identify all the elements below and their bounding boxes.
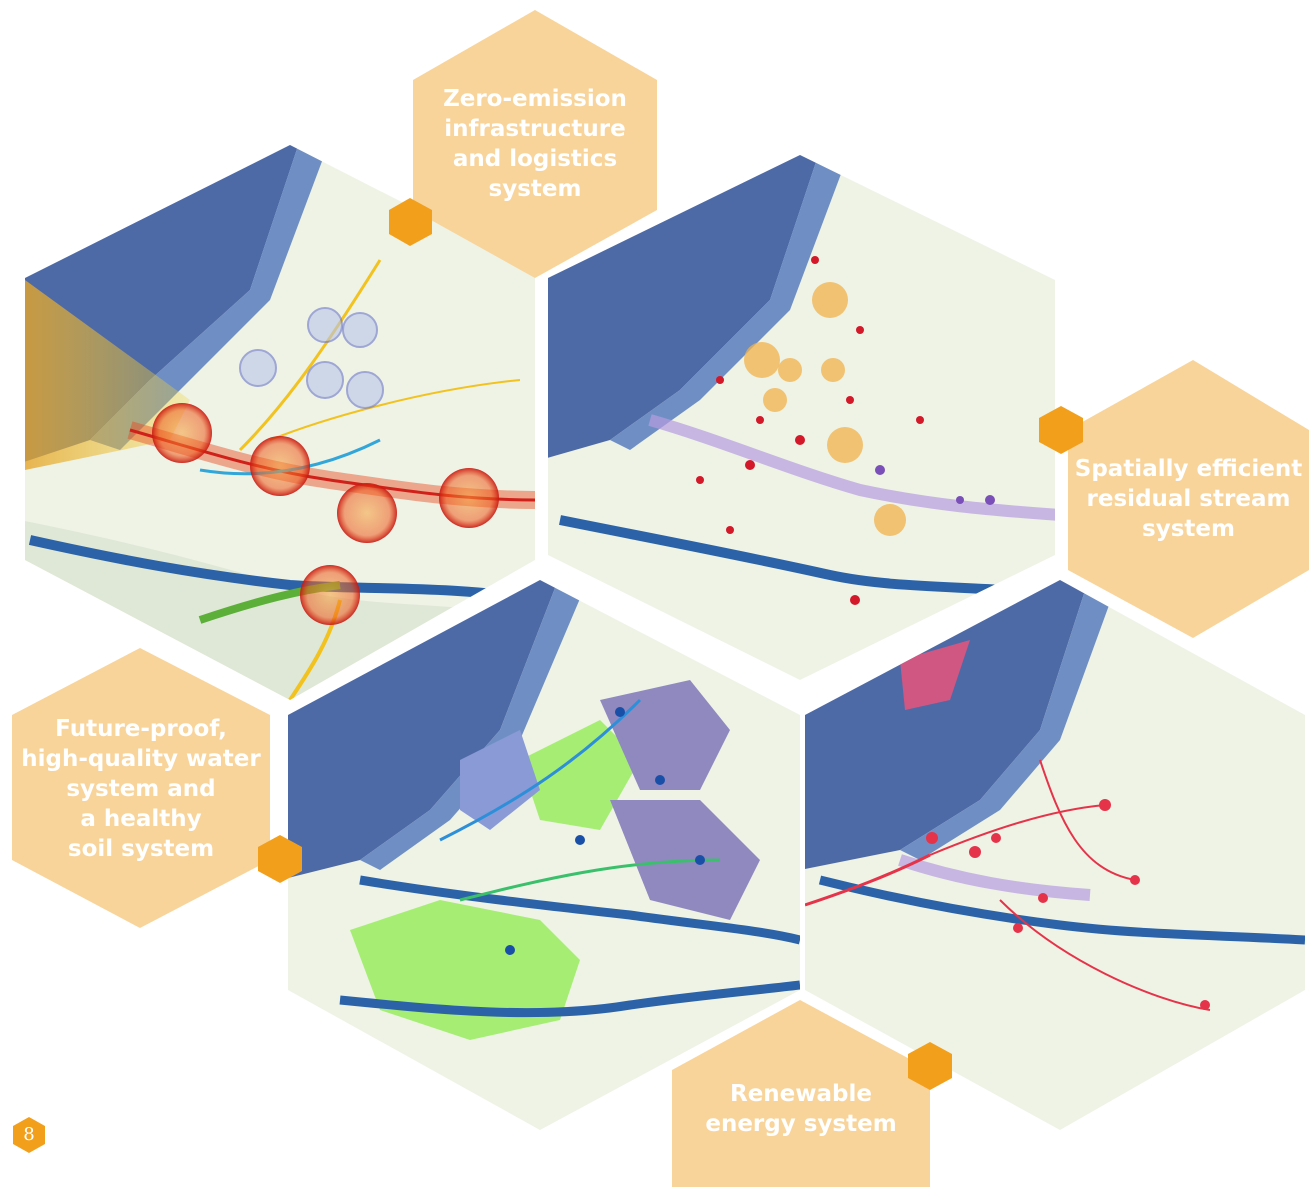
- page-number: 8: [23, 1123, 35, 1145]
- accent-hexagon-icon: [258, 835, 302, 883]
- map-residual-stream: [548, 155, 1055, 680]
- label-water-soil: Future-proof, high-quality water system …: [12, 690, 270, 890]
- label-hex-water-soil: [12, 648, 270, 928]
- label-hex-renewable: [672, 1000, 930, 1187]
- label-zero-emission-text: Zero-emission infrastructure and logisti…: [443, 86, 627, 202]
- accent-hexagon-icon: [908, 1042, 952, 1090]
- accent-hexagon-icon: [389, 198, 432, 246]
- label-renewable-text: Renewable energy system: [705, 1081, 897, 1137]
- label-renewable: Renewable energy system: [672, 1070, 930, 1150]
- label-residual-stream: Spatially efficient residual stream syst…: [1068, 430, 1309, 570]
- label-hex-zero-emission: [413, 10, 657, 278]
- page-number-hexagon-icon: [13, 1117, 45, 1153]
- label-zero-emission: Zero-emission infrastructure and logisti…: [413, 60, 657, 230]
- label-hex-residual-stream: [1068, 360, 1309, 638]
- accent-hexagon-icon: [1039, 406, 1083, 454]
- label-residual-stream-text: Spatially efficient residual stream syst…: [1074, 456, 1303, 542]
- label-water-soil-text: Future-proof, high-quality water system …: [21, 716, 261, 862]
